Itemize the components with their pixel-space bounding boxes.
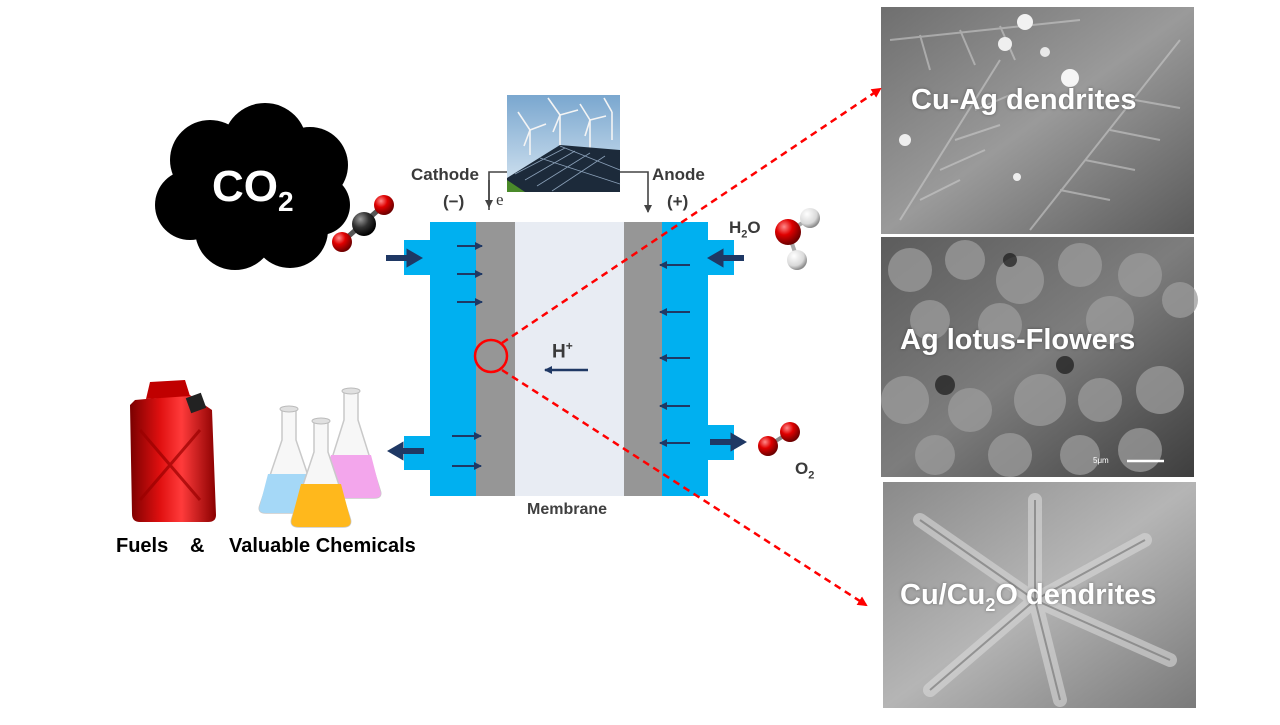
sem-image-2 xyxy=(881,237,1198,477)
membrane-label: Membrane xyxy=(527,501,608,518)
co2-cloud-icon xyxy=(155,103,350,270)
anode-label: Anode xyxy=(652,165,705,184)
cathode-label: Cathode xyxy=(411,165,479,184)
chemical-flasks-icon xyxy=(258,387,382,528)
sem-image-1 xyxy=(881,7,1194,234)
o2-label: O2 xyxy=(795,459,815,482)
sem-title-ag-lotus: Ag lotus-Flowers xyxy=(900,324,1136,356)
zoom-arrow-bottom xyxy=(501,368,868,607)
sem-title-cu-cu2o: Cu/Cu2O dendrites xyxy=(900,579,1157,615)
zoom-indicator xyxy=(473,87,882,607)
sem-scale-label: 5μm xyxy=(1093,456,1109,465)
anode-sign: (+) xyxy=(667,192,689,211)
co2-molecule-icon xyxy=(332,195,394,252)
cathode-sign: (−) xyxy=(443,192,465,211)
h2o-molecule-icon xyxy=(775,208,820,270)
cathode-compartment xyxy=(430,222,476,496)
o2-molecule-icon xyxy=(758,422,800,456)
sem-title-cu-ag: Cu-Ag dendrites xyxy=(911,84,1137,116)
products-fuels-label: Fuels xyxy=(116,535,169,557)
highlight-circle xyxy=(473,338,509,374)
co2-label: CO2 xyxy=(212,162,294,217)
sem-image-3 xyxy=(883,482,1196,708)
electron-label: e xyxy=(496,190,504,209)
zoom-arrow-top xyxy=(501,87,882,345)
renewable-energy-photo xyxy=(507,95,621,192)
products-amp-label: & xyxy=(190,535,205,557)
proton-label: H+ xyxy=(552,339,573,363)
fuel-can-icon xyxy=(130,380,216,522)
cathode-electrode xyxy=(476,222,515,496)
h2o-label: H2O xyxy=(729,218,761,241)
flow-arrows xyxy=(386,242,747,470)
external-circuit xyxy=(485,171,652,213)
membrane xyxy=(515,222,624,496)
products-chemicals-label: Valuable Chemicals xyxy=(229,535,416,557)
anode-electrode xyxy=(624,222,662,496)
